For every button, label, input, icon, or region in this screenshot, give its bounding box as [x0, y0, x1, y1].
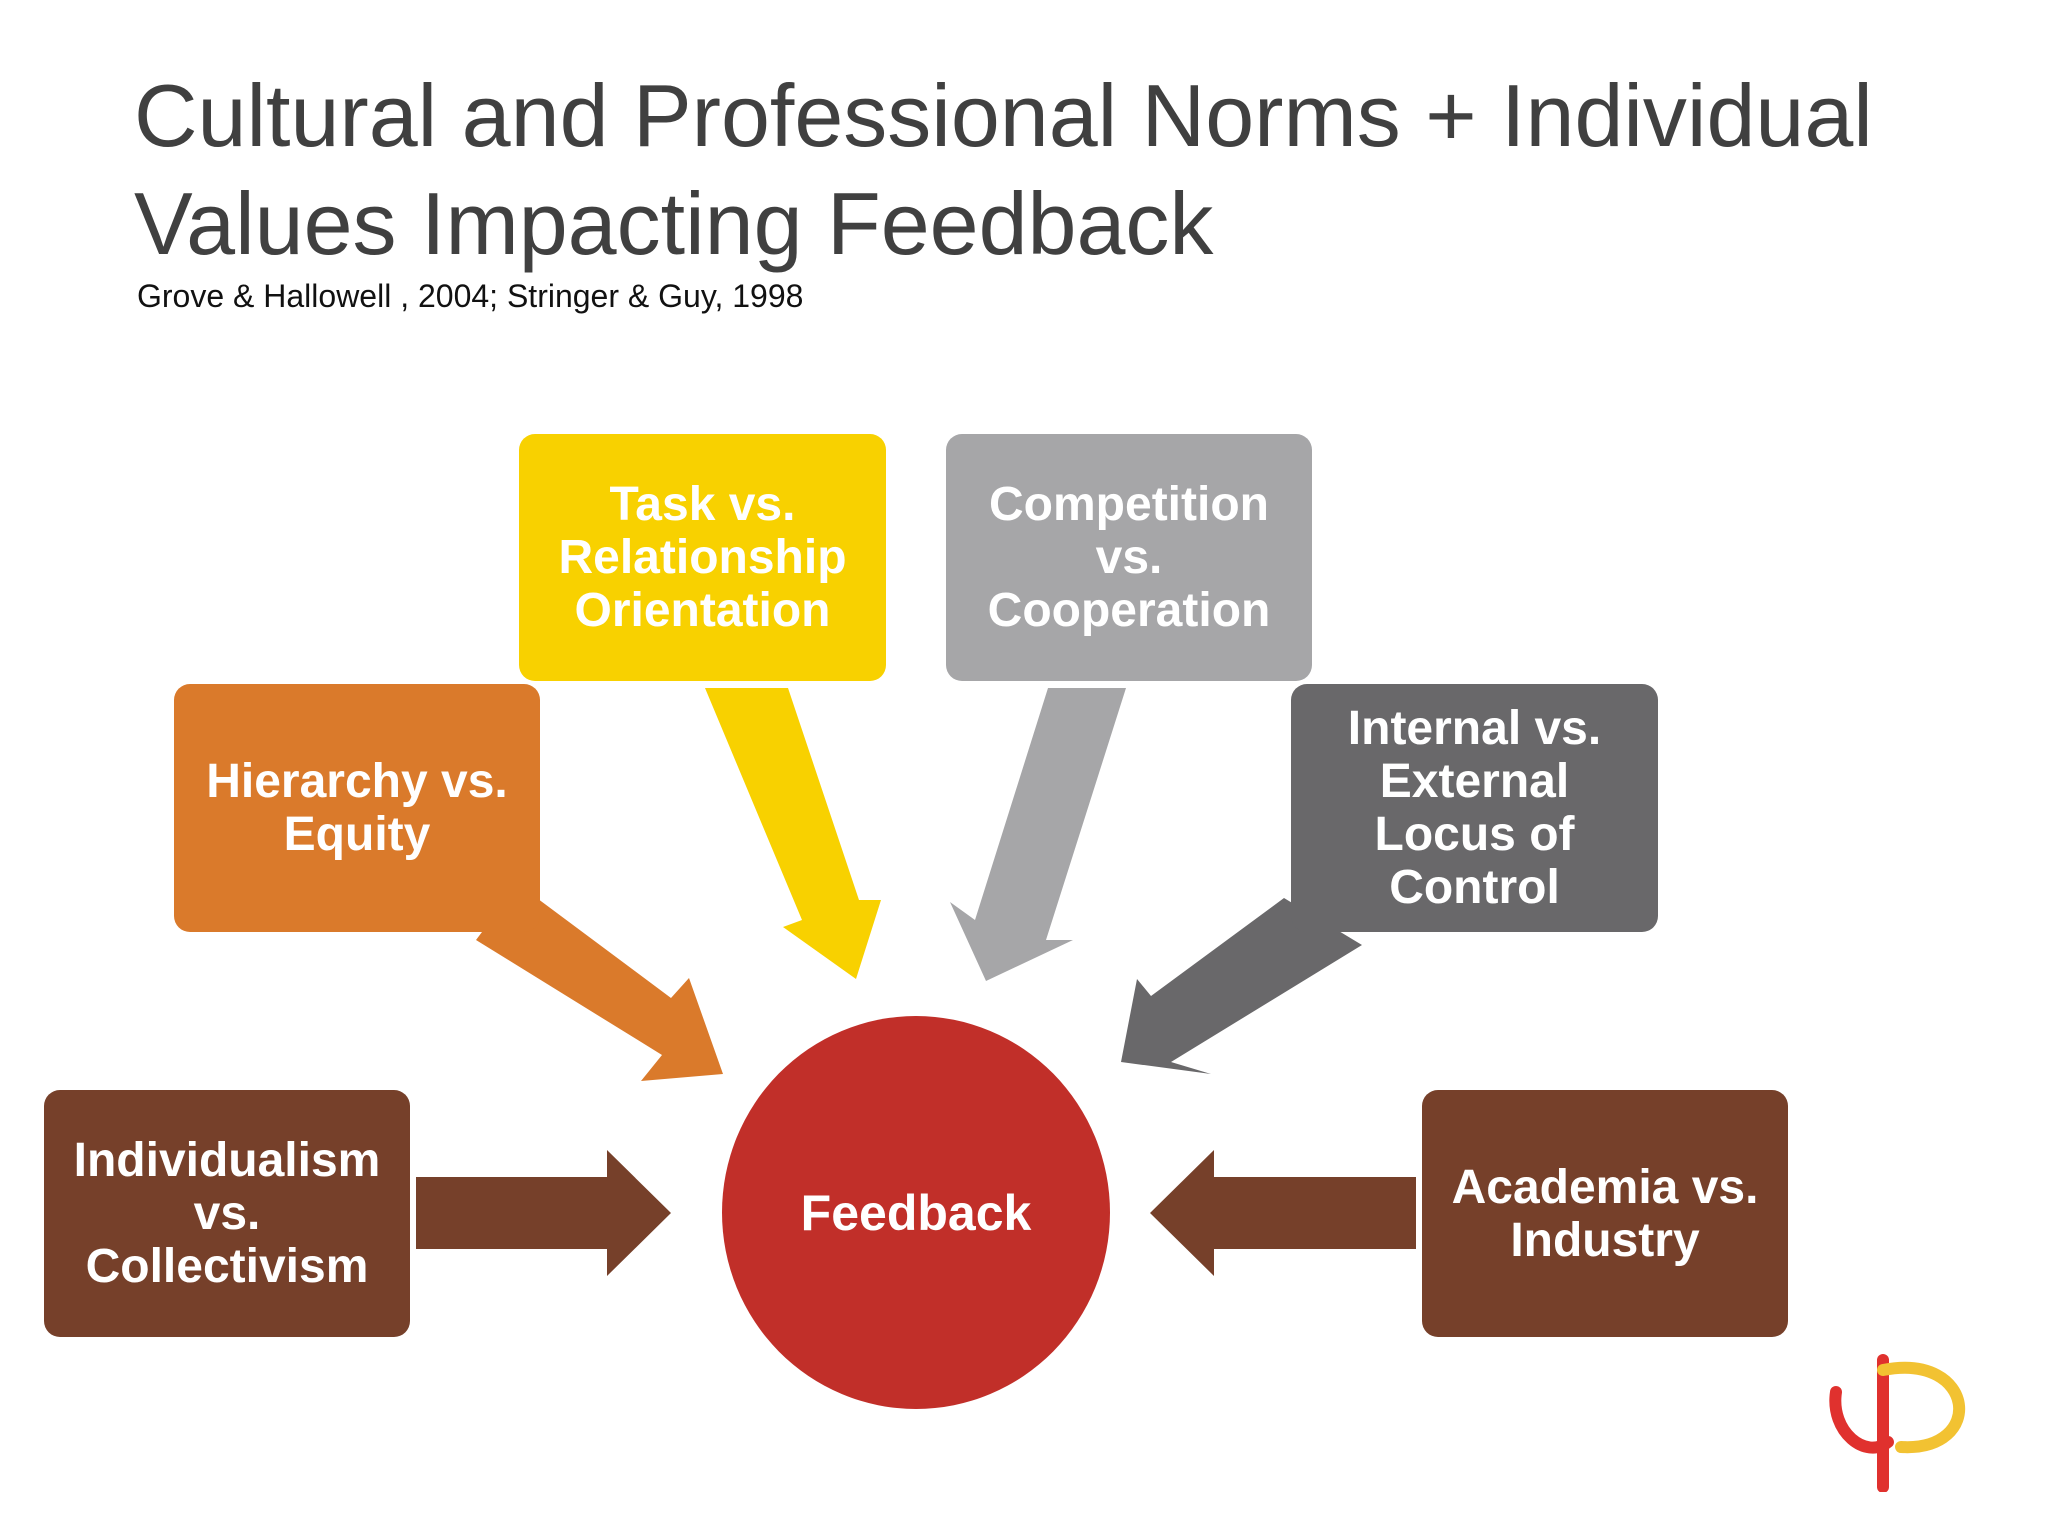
arrow-hierarchy: [476, 884, 723, 1081]
up-logo-icon: [1829, 1354, 1966, 1492]
node-academia: Academia vs. Industry: [1422, 1090, 1788, 1337]
feedback-hub: Feedback: [722, 1016, 1110, 1409]
slide-title: Cultural and Professional Norms + Indivi…: [134, 66, 1873, 273]
node-competition: Competition vs. Cooperation: [946, 434, 1312, 681]
arrow-individualism: [416, 1150, 671, 1276]
citation: Grove & Hallowell , 2004; Stringer & Guy…: [137, 278, 804, 314]
arrow-competition: [950, 688, 1126, 981]
node-task: Task vs. Relationship Orientation: [519, 434, 886, 681]
node-hierarchy: Hierarchy vs. Equity: [174, 684, 540, 932]
node-individualism: Individualism vs. Collectivism: [44, 1090, 410, 1337]
arrow-task: [705, 688, 881, 979]
arrow-academia: [1150, 1150, 1416, 1276]
node-locus: Internal vs. External Locus of Control: [1291, 684, 1658, 932]
arrow-locus: [1121, 898, 1362, 1074]
